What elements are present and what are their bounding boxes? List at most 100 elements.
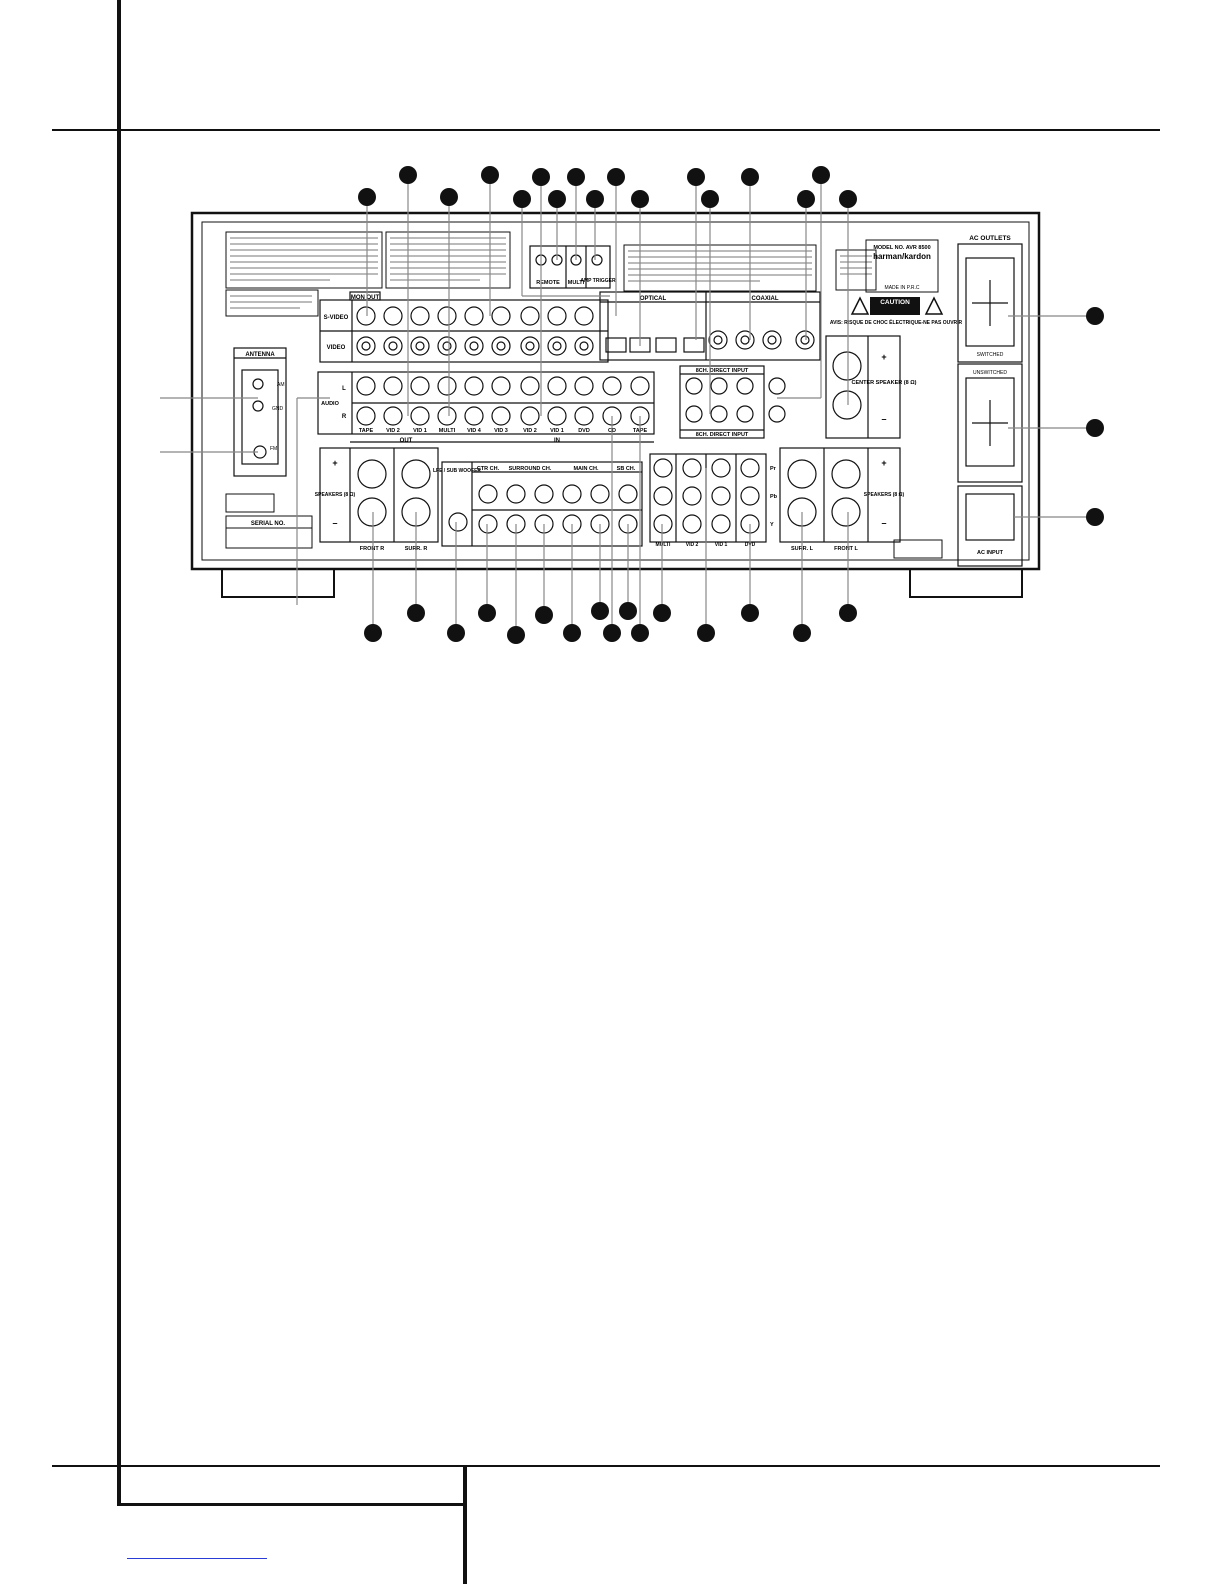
callout-marker: [548, 190, 566, 208]
audio-l-label: L: [342, 386, 346, 392]
antenna-label: ANTENNA: [245, 352, 275, 358]
coaxial-label: COAXIAL: [752, 296, 779, 302]
callout-marker: [701, 190, 719, 208]
callout-marker: [440, 188, 458, 206]
callout-marker: [812, 166, 830, 184]
comp-vid1-label: VID 1: [715, 542, 728, 548]
callout-marker: [478, 604, 496, 622]
audio-in-vid2b: VID 2: [523, 428, 537, 434]
serial-no-label: SERIAL NO.: [251, 521, 286, 527]
footer-rule: [117, 1503, 467, 1506]
svideo-jacks: [356, 306, 594, 326]
fm-label: FM: [270, 446, 277, 452]
center-plus: +: [881, 352, 886, 362]
speakers-l-label: SPEAKERS (8 Ω): [864, 492, 905, 498]
rear-panel-diagram: MODEL NO. AVR 8500 harman/kardon MADE IN…: [160, 166, 1104, 644]
audio-in-dvd: DVD: [578, 428, 590, 434]
callout-marker: [741, 168, 759, 186]
amp-trigger-label: AMP TRIGGER: [580, 278, 616, 284]
callout-marker: [399, 166, 417, 184]
avis-label: AVIS: RISQUE DE CHOC ÉLECTRIQUE-NE PAS O…: [830, 318, 963, 326]
sb-ch-label: SB CH.: [617, 466, 636, 472]
left-margin-rule: [117, 0, 121, 1506]
multi-label: MULTI: [568, 280, 585, 286]
video-label: VIDEO: [327, 345, 346, 351]
8ch-direct-top-label: 8CH. DIRECT INPUT: [696, 368, 749, 374]
audio-jacks: [356, 376, 650, 426]
svideo-label: S-VIDEO: [324, 315, 349, 321]
model-plate: [865, 239, 939, 293]
switched-label: SWITCHED: [977, 352, 1004, 358]
callout-marker: [631, 624, 649, 642]
callout-marker: [839, 604, 857, 622]
ac-outlets-label: AC OUTLETS: [969, 235, 1011, 242]
audio-r-label: R: [342, 414, 347, 420]
callout-marker: [797, 190, 815, 208]
callout-marker: [407, 604, 425, 622]
speakers-r-plus: +: [332, 458, 337, 468]
optical-label: OPTICAL: [640, 296, 667, 302]
video-jacks: [356, 336, 594, 356]
comp-multi-label: MULTI: [656, 542, 672, 548]
callout-marker: [687, 168, 705, 186]
comp-vid2-label: VID 2: [686, 542, 699, 548]
speakers-l-plus: +: [881, 458, 886, 468]
warning-triangle-icon: [850, 296, 870, 315]
ac-input-label: AC INPUT: [977, 550, 1004, 556]
unswitched-label: UNSWITCHED: [973, 370, 1007, 376]
audio-in-vid2: VID 2: [386, 428, 400, 434]
audio-in-vid3: VID 3: [494, 428, 508, 434]
callout-marker: [447, 624, 465, 642]
speakers-r-label: SPEAKERS (8 Ω): [315, 492, 356, 498]
callout-marker: [793, 624, 811, 642]
callout-marker: [697, 624, 715, 642]
ctr-ch-label: CTR CH.: [477, 466, 500, 472]
callout-marker: [603, 624, 621, 642]
callout-marker: [631, 190, 649, 208]
callout-marker: [741, 604, 759, 622]
speakers-l-minus: –: [881, 518, 886, 528]
callout-markers: [358, 166, 1104, 644]
warning-triangle-icon-2: [924, 296, 944, 315]
mon-out-label: MON OUT: [351, 295, 380, 301]
callout-marker: [839, 190, 857, 208]
audio-in-multi: MULTI: [439, 428, 456, 434]
speakers-r-minus: –: [332, 518, 337, 528]
caution-label: CAUTION: [880, 299, 910, 306]
main-ch-label: MAIN CH.: [573, 466, 599, 472]
front-r-label: FRONT R: [360, 546, 384, 552]
made-in: MADE IN P.R.C: [885, 285, 920, 291]
callout-marker: [607, 168, 625, 186]
audio-in-vid1b: VID 1: [550, 428, 564, 434]
center-minus: –: [881, 414, 886, 424]
bottom-rule: [52, 1465, 1160, 1467]
model-number: MODEL NO. AVR 8500: [873, 245, 930, 251]
right-foot: [909, 568, 1023, 598]
gnd-label: GND: [272, 406, 284, 412]
am-label: AM: [277, 382, 285, 388]
audio-in-vid1: VID 1: [413, 428, 427, 434]
callout-marker: [364, 624, 382, 642]
footer-link-underline[interactable]: [127, 1558, 267, 1559]
8ch-direct-bottom-label: 8CH. DIRECT INPUT: [696, 432, 749, 438]
callout-marker: [513, 190, 531, 208]
callout-marker: [591, 602, 609, 620]
callout-leaders: [160, 175, 1095, 635]
top-rule: [52, 129, 1160, 131]
front-l-label: FRONT L: [834, 546, 858, 552]
audio-label: AUDIO: [321, 401, 339, 407]
callout-marker: [619, 602, 637, 620]
callout-marker: [535, 606, 553, 624]
audio-in-vid4: VID 4: [467, 428, 482, 434]
pb-label: Pb: [770, 494, 778, 500]
callout-marker: [586, 190, 604, 208]
callout-marker: [653, 604, 671, 622]
out-label: OUT: [400, 438, 413, 444]
callout-marker: [1086, 419, 1104, 437]
callout-marker: [563, 624, 581, 642]
audio-in-tape: TAPE: [359, 428, 374, 434]
callout-marker: [358, 188, 376, 206]
remote-label: REMOTE: [536, 280, 560, 286]
callout-marker: [532, 168, 550, 186]
pr-label: Pr: [770, 466, 777, 472]
